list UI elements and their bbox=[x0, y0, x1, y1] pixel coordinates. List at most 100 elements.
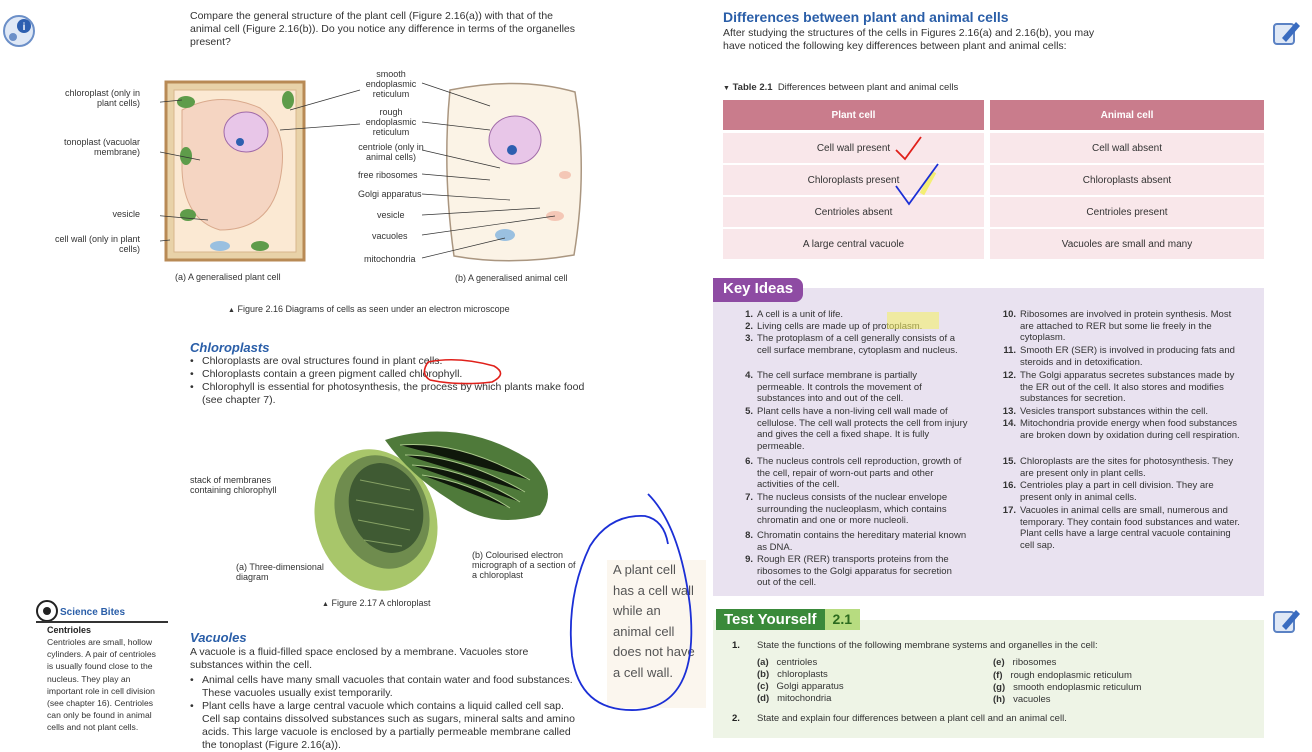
caption-2-17a: (a) Three-dimensional diagram bbox=[236, 562, 324, 582]
key-idea-16-text: Centrioles play a part in cell division.… bbox=[1020, 480, 1214, 503]
key-idea-15-num: 15. bbox=[1002, 456, 1016, 467]
test-q1-b-label: (b) bbox=[757, 669, 770, 680]
differences-heading: Differences between plant and animal cel… bbox=[723, 9, 1009, 25]
test-q1-g-text: smooth endoplasmic reticulum bbox=[1013, 682, 1142, 693]
test-q2-num: 2. bbox=[732, 713, 740, 724]
key-idea-5-text: Plant cells have a non-living cell wall … bbox=[757, 406, 968, 452]
svg-text:i: i bbox=[23, 22, 26, 33]
chloroplast-bullet-2-text: Chloroplasts contain a green pigment cal… bbox=[202, 368, 463, 380]
key-idea-13-num: 13. bbox=[1002, 406, 1016, 417]
test-q1-g-label: (g) bbox=[993, 682, 1006, 693]
label-golgi: Golgi apparatus bbox=[358, 189, 422, 199]
test-yourself-number: 2.1 bbox=[824, 609, 860, 630]
key-idea-8: 8.Chromatin contains the hereditary mate… bbox=[745, 530, 972, 553]
chloroplasts-list: •Chloroplasts are oval structures found … bbox=[190, 355, 585, 407]
key-idea-8-text: Chromatin contains the hereditary materi… bbox=[757, 530, 967, 553]
vacuole-bullet-1: •Animal cells have many small vacuoles t… bbox=[190, 674, 573, 699]
test-q1-d-text: mitochondria bbox=[777, 693, 832, 704]
label-stack-membranes: stack of membranes containing chlorophyl… bbox=[190, 475, 300, 495]
sticky-note[interactable]: A plant cell has a cell wall while an an… bbox=[607, 560, 706, 708]
key-idea-1: 1. A cell is a unit of life. bbox=[745, 309, 977, 321]
edit-icon[interactable] bbox=[1272, 18, 1302, 48]
table-cell-r1-plant: Cell wall present bbox=[723, 133, 984, 163]
key-idea-17-text: Vacuoles in animal cells are small, nume… bbox=[1020, 505, 1240, 551]
key-idea-3-text: The protoplasm of a cell generally consi… bbox=[757, 333, 958, 356]
key-idea-13-text: Vesicles transport substances within the… bbox=[1020, 406, 1208, 417]
science-bites: Science Bites Centrioles Centrioles are … bbox=[36, 600, 176, 752]
test-yourself-box bbox=[713, 620, 1264, 738]
key-idea-5-num: 5. bbox=[745, 406, 753, 417]
vacuoles-heading: Vacuoles bbox=[190, 630, 247, 645]
vacuoles-list: •Animal cells have many small vacuoles t… bbox=[190, 674, 582, 752]
caption-2-17b: (b) Colourised electron micrograph of a … bbox=[472, 550, 576, 580]
test-q1-e: (e) ribosomes bbox=[993, 657, 1056, 669]
key-idea-3: 3. The protoplasm of a cell generally con… bbox=[745, 333, 967, 356]
key-idea-10: 10.Ribosomes are involved in protein syn… bbox=[1003, 309, 1240, 344]
key-idea-1-num: 1. bbox=[745, 309, 753, 320]
test-q1-a-text: centrioles bbox=[776, 657, 818, 668]
test-q1-b-text: chloroplasts bbox=[777, 669, 828, 680]
chloroplast-bullet-3: •Chlorophyll is essential for photosynth… bbox=[190, 381, 585, 406]
label-centriole: centriole (only in animal cells) bbox=[358, 142, 424, 162]
vacuoles-intro: A vacuole is a fluid-filled space enclos… bbox=[190, 646, 529, 671]
yellow-highlight-annotation bbox=[887, 312, 939, 329]
table-cell-r1-animal: Cell wall absent bbox=[990, 133, 1264, 163]
key-idea-15-text: Chloroplasts are the sites for photosynt… bbox=[1020, 456, 1234, 479]
label-rough-er: rough endoplasmic reticulum bbox=[365, 107, 417, 137]
key-ideas-title: Key Ideas bbox=[713, 278, 804, 302]
table-2-1-title-text: Differences between plant and animal cel… bbox=[777, 82, 959, 93]
vacuole-bullet-2: •Plant cells have a large central vacuol… bbox=[190, 700, 575, 751]
test-q1-f-text: rough endoplasmic reticulum bbox=[1010, 670, 1132, 681]
key-idea-10-num: 10. bbox=[1002, 309, 1016, 320]
table-cell-r2-animal: Chloroplasts absent bbox=[990, 165, 1264, 195]
key-idea-2-num: 2. bbox=[745, 321, 753, 332]
test-q1-num: 1. bbox=[732, 640, 740, 651]
key-idea-14-text: Mitochondria provide energy when food su… bbox=[1020, 418, 1240, 441]
edit-icon-2[interactable] bbox=[1272, 606, 1302, 636]
sticky-note-text: A plant cell has a cell wall while an an… bbox=[613, 562, 695, 680]
differences-intro: After studying the structures of the cel… bbox=[723, 27, 1095, 52]
figure-2-16-caption-text: Figure 2.16 Diagrams of cells as seen un… bbox=[237, 304, 510, 314]
chloroplasts-heading: Chloroplasts bbox=[190, 340, 270, 355]
key-idea-12-num: 12. bbox=[1002, 370, 1016, 381]
figure-2-17-caption-text: Figure 2.17 A chloroplast bbox=[331, 598, 431, 608]
test-q1-d: (d) mitochondria bbox=[757, 693, 831, 705]
key-idea-11: 11. Smooth ER (SER) is involved in produc… bbox=[1003, 345, 1242, 368]
key-ideas-box bbox=[713, 288, 1264, 596]
figure-2-17 bbox=[290, 420, 570, 600]
science-bites-text: Centrioles are small, hollow cylinders. … bbox=[47, 637, 156, 733]
key-idea-2: 2.Living cells are made up of protoplasm… bbox=[745, 321, 977, 333]
table-2-1-number: Table 2.1 bbox=[732, 82, 773, 93]
info-icon[interactable]: i bbox=[2, 14, 36, 48]
table-cell-r3-plant: Centrioles absent bbox=[723, 197, 984, 227]
key-idea-16-num: 16. bbox=[1002, 480, 1016, 491]
intro-question: Compare the general structure of the pla… bbox=[190, 10, 575, 48]
test-q1-e-text: ribosomes bbox=[1012, 657, 1057, 668]
key-idea-17-num: 17. bbox=[1002, 505, 1016, 516]
label-vacuoles: vacuoles bbox=[372, 231, 408, 241]
key-idea-14: 14.Mitochondria provide energy when food… bbox=[1003, 418, 1240, 441]
science-bites-heading: Centrioles bbox=[47, 625, 92, 635]
table-header-plant: Plant cell bbox=[723, 100, 984, 130]
key-idea-3-num: 3. bbox=[745, 333, 753, 344]
label-tonoplast: tonoplast (vacuolar membrane) bbox=[63, 137, 140, 157]
key-idea-6: 6.The nucleus controls cell reproduction… bbox=[745, 456, 972, 491]
key-idea-7-num: 7. bbox=[745, 492, 753, 503]
test-q2-text: State and explain four differences betwe… bbox=[757, 713, 1067, 724]
key-idea-9-num: 9. bbox=[745, 554, 753, 565]
key-idea-6-num: 6. bbox=[745, 456, 753, 467]
test-q1-h-text: vacuoles bbox=[1013, 694, 1051, 705]
key-idea-1-text: A cell is a unit of life. bbox=[757, 309, 844, 320]
test-q1-f: (f) rough endoplasmic reticulum bbox=[993, 670, 1132, 682]
yellow-mark-annotation bbox=[918, 168, 938, 198]
key-idea-11-num: 11. bbox=[1003, 345, 1016, 356]
key-idea-11-text: Smooth ER (SER) is involved in producing… bbox=[1020, 345, 1235, 368]
science-bites-rule bbox=[36, 621, 168, 623]
test-q1-a: (a) centrioles bbox=[757, 657, 817, 669]
table-cell-r2-plant: Chloroplasts present bbox=[723, 165, 984, 195]
chloroplast-bullet-1: •Chloroplasts are oval structures found … bbox=[190, 355, 443, 367]
key-idea-9-text: Rough ER (RER) transports proteins from … bbox=[757, 554, 952, 588]
vacuole-bullet-1-text: Animal cells have many small vacuoles th… bbox=[202, 674, 573, 699]
label-chloroplast: chloroplast (only in plant cells) bbox=[64, 88, 140, 108]
label-smooth-er: smooth endoplasmic reticulum bbox=[365, 69, 417, 99]
